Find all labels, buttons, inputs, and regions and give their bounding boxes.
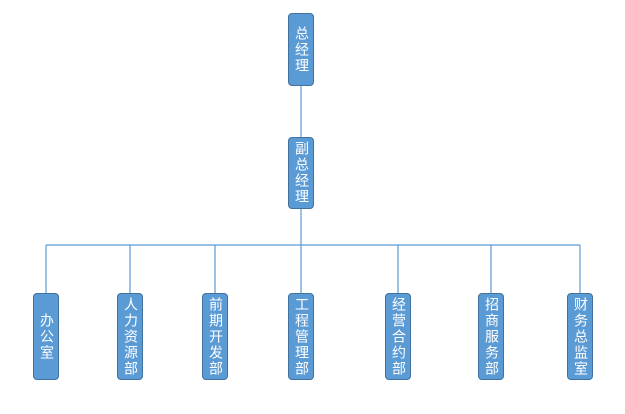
node-deputy-general-manager: 副总经理 bbox=[288, 137, 314, 209]
node-label: 办公室 bbox=[38, 312, 54, 361]
node-label: 前期开发部 bbox=[207, 296, 223, 377]
node-dept-office: 办公室 bbox=[33, 293, 59, 380]
node-label: 财务总监室 bbox=[572, 296, 588, 377]
node-dept-hr: 人力资源部 bbox=[117, 293, 143, 380]
node-label: 招商服务部 bbox=[483, 296, 499, 377]
node-dept-pre-development: 前期开发部 bbox=[202, 293, 228, 380]
node-dept-engineering: 工程管理部 bbox=[288, 293, 314, 380]
node-label: 人力资源部 bbox=[122, 296, 138, 377]
node-label: 经营合约部 bbox=[390, 296, 406, 377]
node-label: 工程管理部 bbox=[293, 296, 309, 377]
node-label: 总经理 bbox=[293, 25, 309, 74]
node-label: 副总经理 bbox=[293, 141, 309, 205]
node-dept-contracts: 经营合约部 bbox=[385, 293, 411, 380]
node-general-manager: 总经理 bbox=[288, 13, 314, 86]
node-dept-investment-services: 招商服务部 bbox=[478, 293, 504, 380]
node-dept-finance-director: 财务总监室 bbox=[567, 293, 593, 380]
